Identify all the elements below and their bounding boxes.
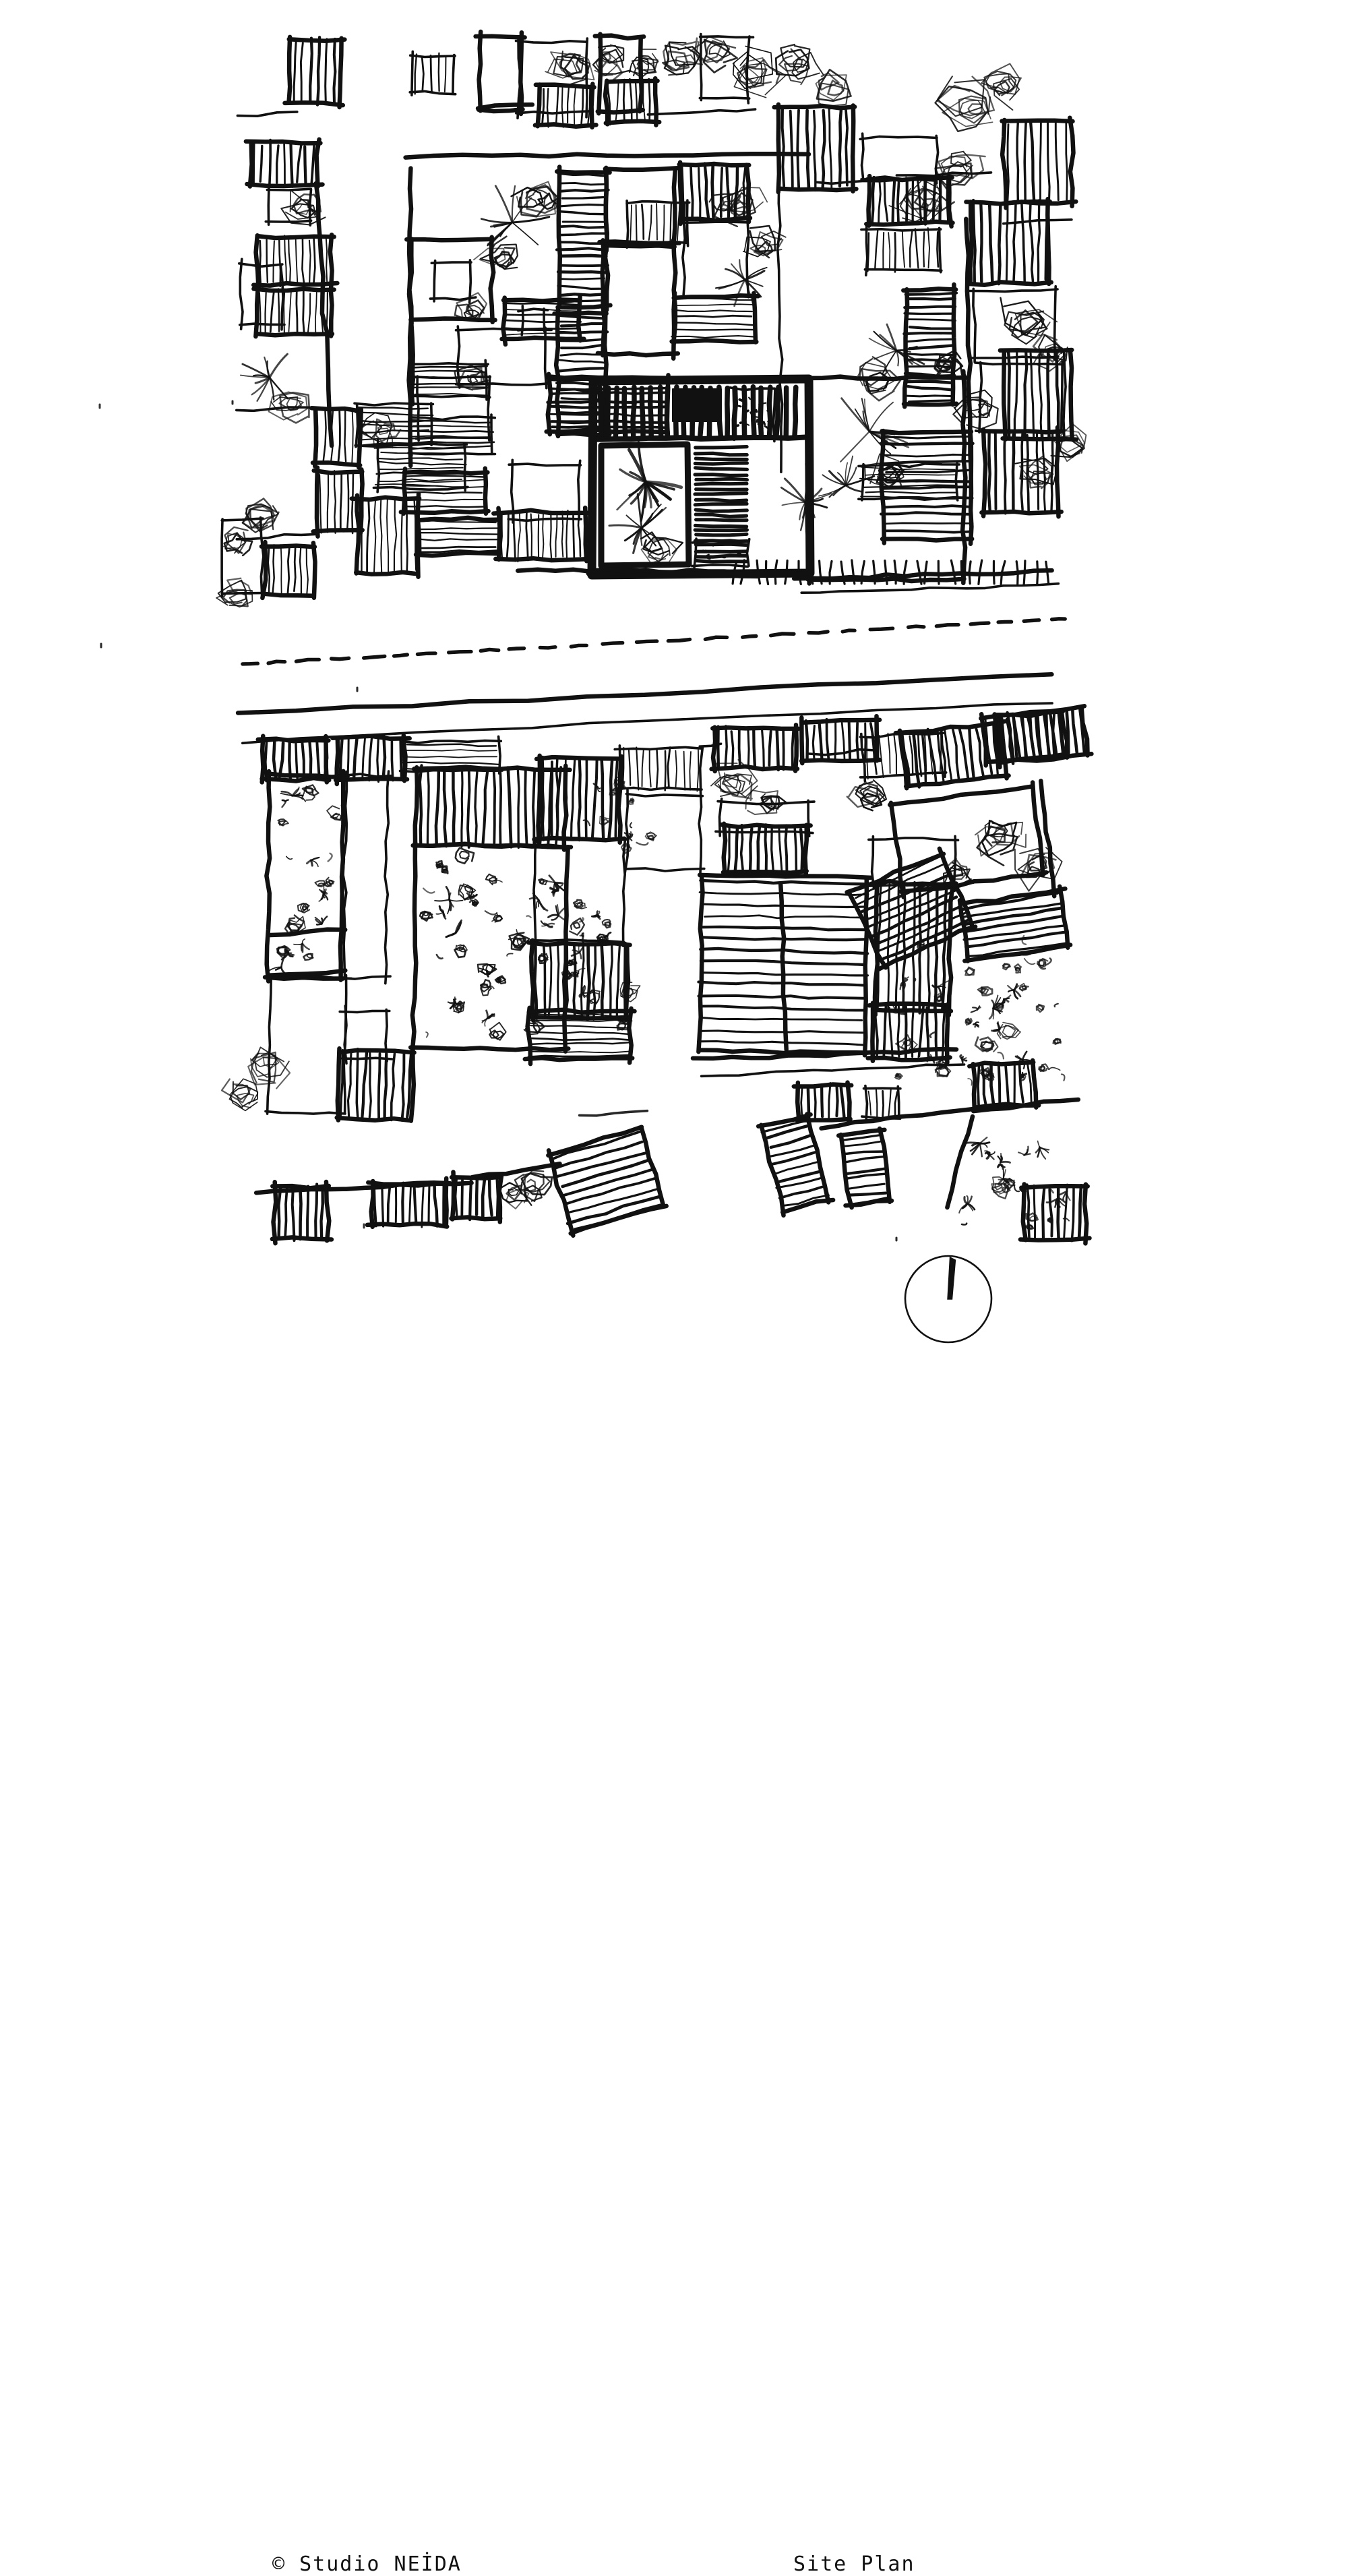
page-title: Site Plan <box>793 2552 915 2576</box>
north-arrow <box>901 1252 995 1346</box>
north-arrow-icon <box>904 1255 993 1344</box>
site-plan-drawing <box>98 29 1094 1246</box>
drawing-sheet: © Studio NEİDA Site Plan <box>98 29 1094 2576</box>
ink-layer <box>98 29 1094 1246</box>
copyright-label: © Studio NEİDA <box>272 2552 462 2576</box>
